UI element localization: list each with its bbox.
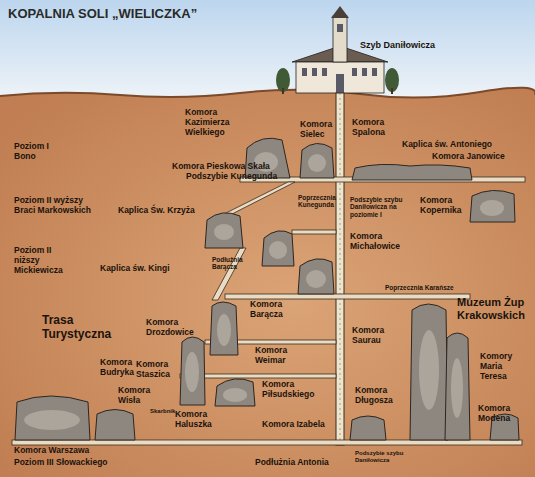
place-label: Podszybie Kunegunda xyxy=(186,172,277,182)
place-label: Komora Drozdowice xyxy=(146,318,206,338)
place-label: Kaplica św. Kingi xyxy=(100,264,170,274)
place-label: Komory Maria Teresa xyxy=(480,352,528,381)
place-label: Komora Budryka xyxy=(100,358,134,378)
place-label: Skarbnik xyxy=(150,408,175,415)
place-label: Komora Barącza xyxy=(250,300,295,320)
place-label: Podszybie szybu Daniłowicza xyxy=(355,450,425,464)
place-label: Komora Izabela xyxy=(262,420,325,430)
place-label: Muzeum Żup Krakowskich xyxy=(457,296,531,321)
place-label: Komora Modena xyxy=(478,404,528,424)
place-label: Podszybie szybu Daniłowicza na poziomie … xyxy=(350,196,418,218)
place-label: Komora Spalona xyxy=(352,118,400,138)
place-label: Komora Weimar xyxy=(255,346,310,366)
map-title: KOPALNIA SOLI „WIELICZKA” xyxy=(8,6,197,21)
place-label: Kaplica św. Antoniego xyxy=(402,140,492,150)
place-label: Kaplica Św. Krzyża xyxy=(118,206,195,216)
place-label: Komora Sielec xyxy=(300,120,340,140)
place-label: Komora Staszica xyxy=(136,360,176,380)
place-label: Podłużnia Antonia xyxy=(255,458,329,468)
place-label: Komora Wisła xyxy=(118,386,158,406)
place-label: Podłużnia Barącza xyxy=(212,256,242,271)
place-label: Szyb Daniłowicza xyxy=(360,40,435,50)
place-label: Komora Długosza xyxy=(355,386,405,406)
place-label: Komora Piłsudskiego xyxy=(262,380,332,400)
place-label: Poziom I Bono xyxy=(14,142,69,162)
place-label: Trasa Turystyczna xyxy=(42,314,112,342)
place-label: Komora Kazimierza Wielkiego xyxy=(185,108,245,137)
place-label: Komora Saurau xyxy=(352,326,402,346)
place-label: Poprzecznia Kunegunda xyxy=(298,194,332,209)
place-label: Poziom III Słowackiego xyxy=(14,458,134,468)
place-label: Komora Janowice xyxy=(432,152,505,162)
place-label: Komora Pieskowa Skała xyxy=(172,162,270,172)
place-label: Poziom II niższy Mickiewicza xyxy=(14,246,76,275)
place-label: Poprzecznia Karańsze xyxy=(385,284,454,291)
place-label: Poziom II wyższy Braci Markowskich xyxy=(14,196,92,216)
place-label: Komora Warszawa xyxy=(14,446,89,456)
place-label: Komora Kopernika xyxy=(420,196,465,216)
place-label: Komora Michałowice xyxy=(350,232,408,252)
place-label: Komora Haluszka xyxy=(175,410,213,430)
